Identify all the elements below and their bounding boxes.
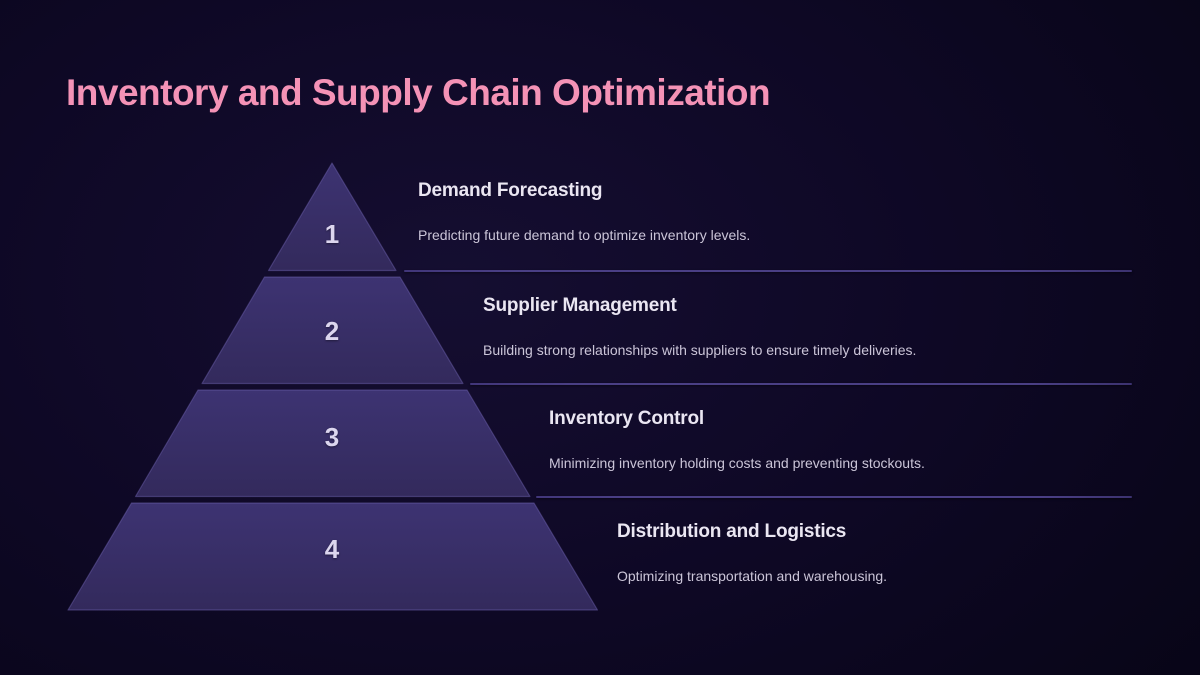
section-4-description: Optimizing transportation and warehousin…	[617, 568, 888, 584]
section-1-title: Demand Forecasting	[418, 180, 603, 201]
section-3-description: Minimizing inventory holding costs and p…	[549, 455, 925, 471]
section-2-description: Building strong relationships with suppl…	[483, 342, 917, 358]
section-distribution-logistics: Distribution and Logistics Optimizing tr…	[617, 520, 1177, 585]
slide-title: Inventory and Supply Chain Optimization	[66, 72, 771, 113]
pyramid-level-4	[67, 502, 599, 611]
pyramid-level-4-number: 4	[324, 534, 340, 564]
pyramid-level-2	[201, 276, 464, 385]
section-divider-2	[470, 383, 1132, 385]
pyramid-level-2-number: 2	[324, 316, 340, 346]
pyramid-level-1	[267, 162, 397, 272]
section-divider-1	[404, 270, 1132, 272]
section-supplier-management: Supplier Management Building strong rela…	[483, 294, 1043, 359]
section-demand-forecasting: Demand Forecasting Predicting future dem…	[418, 179, 978, 244]
section-1-description: Predicting future demand to optimize inv…	[418, 227, 751, 243]
section-3-title: Inventory Control	[549, 408, 704, 429]
pyramid-level-3	[134, 389, 531, 498]
pyramid-level-3-number: 3	[324, 422, 340, 452]
section-inventory-control: Inventory Control Minimizing inventory h…	[549, 407, 1109, 472]
section-divider-3	[536, 496, 1132, 498]
section-2-title: Supplier Management	[483, 295, 677, 316]
pyramid-level-1-number: 1	[324, 219, 340, 249]
section-4-title: Distribution and Logistics	[617, 521, 847, 542]
